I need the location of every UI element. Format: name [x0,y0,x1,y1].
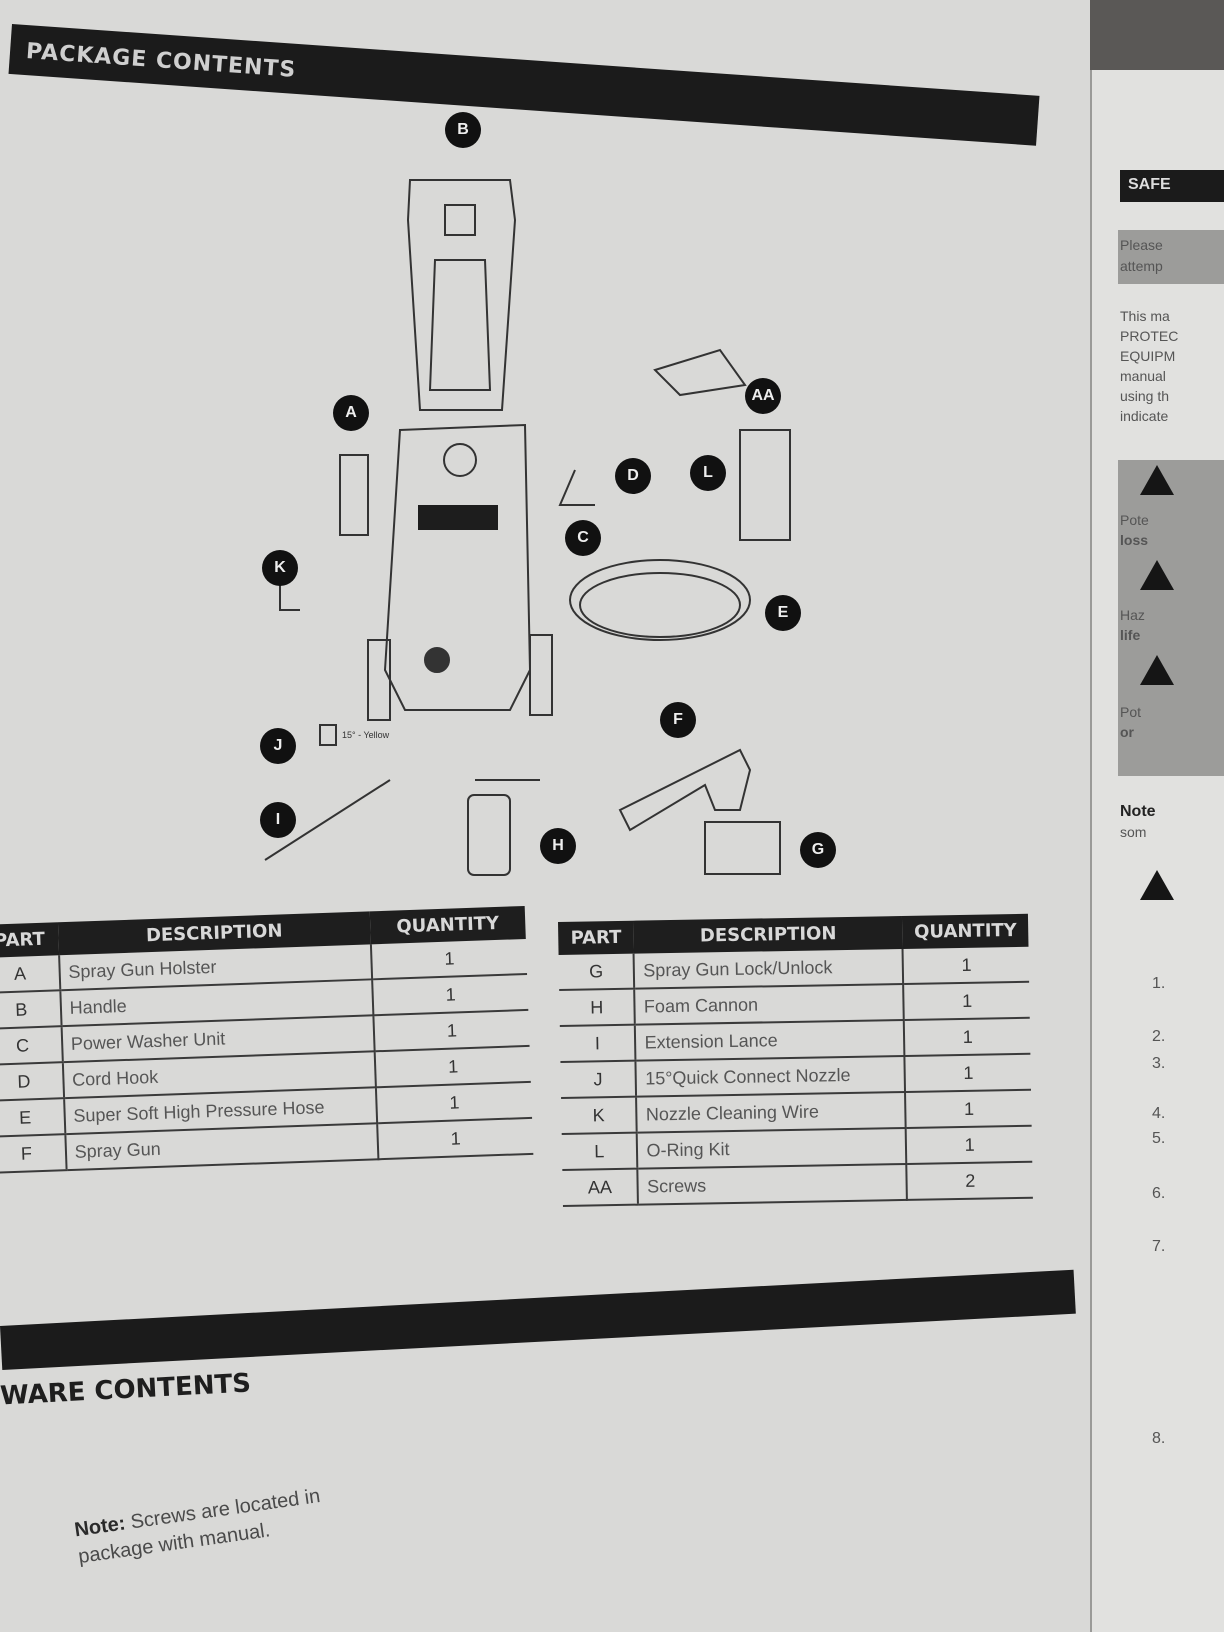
side-text: Please [1120,237,1163,253]
col-part: PART [558,920,635,955]
manual-page: PACKAGE CONTENTS [0,0,1090,1632]
desc-cell: Nozzle Cleaning Wire [636,1091,907,1133]
safety-banner: SAFE [1120,170,1224,202]
warning-icon [1140,655,1174,685]
qty-cell: 1 [904,1053,1031,1092]
side-text: attemp [1120,258,1163,274]
desc-cell: O-Ring Kit [637,1127,907,1169]
col-quantity: QUANTITY [902,913,1029,949]
part-cell: L [561,1132,638,1170]
side-text: or [1120,724,1134,740]
side-text: loss [1120,532,1149,548]
part-cell: G [558,953,635,990]
part-cell: J [560,1060,637,1098]
hardware-title: WARE CONTENTS [0,1368,252,1412]
callout-e: E [765,595,801,631]
qty-cell: 2 [906,1161,1033,1200]
side-text: PROTEC [1120,328,1179,344]
part-cell: A [0,955,61,993]
callout-aa: AA [745,378,781,414]
col-description: DESCRIPTION [633,915,903,954]
part-cell: I [559,1024,636,1062]
adjacent-page: SAFE Please attemp This ma PROTEC EQUIPM… [1090,70,1224,1632]
nozzle-label: 15° - Yellow [342,730,390,740]
side-note-text: som [1120,824,1147,840]
side-text: indicate [1120,408,1169,424]
callout-i: I [260,802,296,838]
warning-icon [1140,870,1174,900]
qty-cell: 1 [373,1009,530,1052]
side-text: using th [1120,388,1170,404]
warning-icon [1140,465,1174,495]
part-cell: E [0,1098,66,1137]
qty-cell: 1 [906,1125,1033,1164]
desc-cell: 15°Quick Connect Nozzle [635,1055,906,1097]
side-text: This ma [1120,308,1170,324]
qty-cell: 1 [904,1017,1031,1056]
side-note-title: Note [1120,803,1156,820]
callout-l: L [690,455,726,491]
callout-a: A [333,395,369,431]
section-title: PACKAGE CONTENTS [25,39,297,83]
part-cell: C [0,1026,63,1065]
side-text: Haz [1120,607,1145,623]
list-number: 1. [1152,975,1166,992]
list-number: 8. [1152,1430,1166,1447]
list-number: 7. [1152,1238,1166,1255]
col-part: PART [0,922,59,958]
qty-cell: 1 [372,973,529,1016]
warning-icon [1140,560,1174,590]
parts-diagram: B A C D E F G H I J K L AA 15° - Yellow [240,110,880,910]
side-text: Pot [1120,704,1142,720]
col-quantity: QUANTITY [369,905,526,945]
list-number: 3. [1152,1055,1166,1072]
list-number: 6. [1152,1185,1166,1202]
qty-cell: 1 [902,946,1030,984]
qty-cell: 1 [905,1089,1032,1128]
callout-k: K [262,550,298,586]
qty-cell: 1 [903,981,1030,1020]
part-cell: H [559,988,636,1026]
part-cell: K [561,1096,638,1134]
callout-d: D [615,458,651,494]
qty-cell: 1 [375,1081,533,1124]
callout-g: G [800,832,836,868]
qty-cell: 1 [370,938,528,980]
list-number: 5. [1152,1130,1166,1147]
note-label: Note: [73,1512,127,1542]
side-text: Pote [1120,512,1149,528]
qty-cell: 1 [377,1117,534,1160]
part-cell: F [0,1134,67,1173]
callout-h: H [540,828,576,864]
callout-c: C [565,520,601,556]
callout-f: F [660,702,696,738]
callout-j: J [260,728,296,764]
section-banner-bottom [0,1269,1076,1370]
side-text: EQUIPM [1120,348,1176,364]
part-cell: B [0,990,62,1029]
desc-cell: Extension Lance [635,1019,905,1061]
qty-cell: 1 [374,1045,531,1088]
list-number: 2. [1152,1028,1166,1045]
list-number: 4. [1152,1105,1166,1122]
warning-box [1118,460,1224,776]
desc-cell: Screws [637,1163,908,1205]
hardware-note: Note: Screws are located in package with… [73,1473,397,1571]
side-text: manual [1120,368,1166,384]
desc-cell: Foam Cannon [634,983,905,1025]
pressure-washer-illustration [264,179,791,876]
desc-cell: Spray Gun Lock/Unlock [634,948,904,989]
callout-b: B [445,112,481,148]
side-text: life [1120,627,1141,643]
part-cell: D [0,1062,64,1101]
part-cell: AA [562,1168,639,1206]
